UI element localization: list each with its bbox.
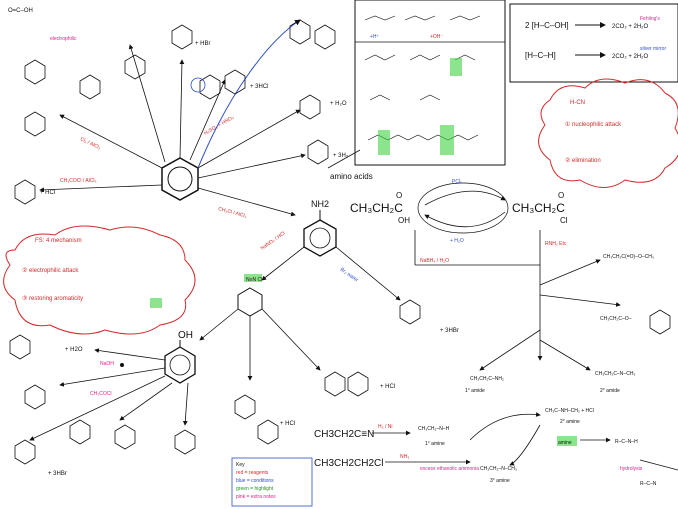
phenol-ring-icon xyxy=(164,346,196,384)
svg-text:2° amine: 2° amine xyxy=(560,419,580,425)
svg-text:O: O xyxy=(558,191,564,200)
svg-text:+OH⁻: +OH⁻ xyxy=(430,34,443,40)
nitrile-label: CH3CH2C≡N xyxy=(314,429,374,440)
amino-acids-label: amino acids xyxy=(330,172,373,181)
svg-text:2CO₂ + 2H₂O: 2CO₂ + 2H₂O xyxy=(612,24,649,30)
svg-text:PCl₅: PCl₅ xyxy=(452,179,462,185)
svg-text:② electrophilic attack: ② electrophilic attack xyxy=(22,267,79,274)
svg-text:+ 3HBr: + 3HBr xyxy=(48,471,67,477)
svg-text:N≡N Cl: N≡N Cl xyxy=(246,277,262,283)
carboxylic-acid-label: CH₃CH₂C xyxy=(350,201,403,215)
svg-text:Key: Key xyxy=(236,462,245,468)
svg-text:Br₂ water: Br₂ water xyxy=(339,267,360,284)
svg-text:R–C–N–H: R–C–N–H xyxy=(615,439,638,445)
svg-text:CH₃CH₂C–O–: CH₃CH₂C–O– xyxy=(600,316,632,322)
svg-text:green = highlight: green = highlight xyxy=(236,486,274,492)
svg-text:CH₃C–NH–CH₂ + HCl: CH₃C–NH–CH₂ + HCl xyxy=(545,408,594,414)
svg-text:2 [H–C–OH]: 2 [H–C–OH] xyxy=(525,21,569,30)
svg-text:CH₃CH₂C–NH₂: CH₃CH₂C–NH₂ xyxy=(470,376,504,382)
svg-text:silver mirror: silver mirror xyxy=(640,46,666,52)
svg-text:CH₃CH₂–N–CH₃: CH₃CH₂–N–CH₃ xyxy=(480,466,517,472)
svg-text:+ 3H₂: + 3H₂ xyxy=(333,153,349,159)
svg-text:1° amide: 1° amide xyxy=(465,388,485,394)
svg-text:NaOH: NaOH xyxy=(100,361,114,367)
svg-text:+ H₂O: + H₂O xyxy=(450,238,464,244)
svg-text:+ H₂O: + H₂O xyxy=(330,101,347,107)
svg-text:+ 3HBr: + 3HBr xyxy=(440,328,459,334)
svg-text:2CO₂ + 2H₂O: 2CO₂ + 2H₂O xyxy=(612,54,649,60)
phenol-oh-label: OH xyxy=(178,330,193,341)
svg-text:NaBH₄ / H₂O: NaBH₄ / H₂O xyxy=(420,258,449,264)
svg-text:+ 3HCl: + 3HCl xyxy=(250,84,269,90)
svg-text:+ H2O: + H2O xyxy=(65,347,83,353)
svg-text:CH₃CH₂–N–H: CH₃CH₂–N–H xyxy=(418,426,450,432)
svg-text:amine: amine xyxy=(558,440,572,446)
svg-text:+H⁺: +H⁺ xyxy=(370,34,380,40)
amino-acid-box xyxy=(354,0,506,166)
svg-text:NaNO₂ / HCl: NaNO₂ / HCl xyxy=(260,230,287,251)
svg-text:Cl: Cl xyxy=(560,216,568,225)
acyl-chloride-label: CH₃CH₂C xyxy=(512,201,565,215)
mechanism-cloud-left xyxy=(3,225,196,335)
svg-text:pink = extra notes: pink = extra notes xyxy=(236,494,276,500)
svg-text:RNH₂ Etc: RNH₂ Etc xyxy=(545,241,567,247)
svg-text:CH₃Cl / AlCl₃: CH₃Cl / AlCl₃ xyxy=(217,206,247,219)
svg-text:H₂SO₄ + HNO₃: H₂SO₄ + HNO₃ xyxy=(203,115,235,137)
aniline-ring-icon xyxy=(303,219,337,257)
svg-text:FS: 4 mechanism: FS: 4 mechanism xyxy=(35,238,82,244)
svg-text:R–C–N: R–C–N xyxy=(640,481,657,487)
green-highlight xyxy=(440,125,454,155)
svg-text:electrophilic: electrophilic xyxy=(50,36,77,42)
svg-text:① nucleophilic attack: ① nucleophilic attack xyxy=(565,121,622,128)
svg-text:O=C–OH: O=C–OH xyxy=(8,8,33,14)
svg-text:2° amide: 2° amide xyxy=(600,388,620,394)
svg-text:H-CN: H-CN xyxy=(570,100,585,106)
aniline-nh2-label: NH2 xyxy=(311,199,329,209)
svg-text:CH₃CH₂C–N–CH₃: CH₃CH₂C–N–CH₃ xyxy=(595,371,635,377)
svg-text:H₂ / Ni: H₂ / Ni xyxy=(378,424,392,430)
svg-text:NH₃: NH₃ xyxy=(400,454,409,460)
svg-text:[H–C–H]: [H–C–H] xyxy=(525,51,556,60)
mechanism-cloud-right xyxy=(538,78,678,188)
svg-text:OH: OH xyxy=(398,216,410,225)
svg-text:red = reagents: red = reagents xyxy=(236,470,269,476)
svg-text:1° amine: 1° amine xyxy=(425,441,445,447)
svg-text:+ HCl: + HCl xyxy=(380,384,395,390)
svg-text:+ HBr: + HBr xyxy=(195,41,211,47)
svg-text:Fehling's: Fehling's xyxy=(640,16,660,22)
svg-text:CH₃COCl / AlCl₃: CH₃COCl / AlCl₃ xyxy=(60,178,97,184)
benzene-ring-icon xyxy=(161,157,199,201)
svg-text:3° amine: 3° amine xyxy=(490,478,510,484)
svg-text:CH₃CH₂C(=O)–O–CH₃: CH₃CH₂C(=O)–O–CH₃ xyxy=(603,254,654,260)
svg-text:+ HCl: + HCl xyxy=(280,421,295,427)
chloroalkane-label: CH3CH2CH2Cl xyxy=(314,458,383,469)
svg-text:Cl₂ / AlCl₃: Cl₂ / AlCl₃ xyxy=(79,136,101,151)
svg-text:CH₃COCl: CH₃COCl xyxy=(90,391,111,397)
svg-text:blue = conditions: blue = conditions xyxy=(236,478,274,484)
svg-text:② elimination: ② elimination xyxy=(565,157,601,164)
svg-text:O: O xyxy=(396,191,402,200)
svg-text:excess ethanolic ammonia: excess ethanolic ammonia xyxy=(420,466,479,472)
svg-text:hydrolysis: hydrolysis xyxy=(620,466,643,472)
svg-text:③ restoring aromaticity: ③ restoring aromaticity xyxy=(22,295,83,302)
legend-box xyxy=(231,457,313,507)
svg-text:+ HCl: + HCl xyxy=(40,190,55,196)
